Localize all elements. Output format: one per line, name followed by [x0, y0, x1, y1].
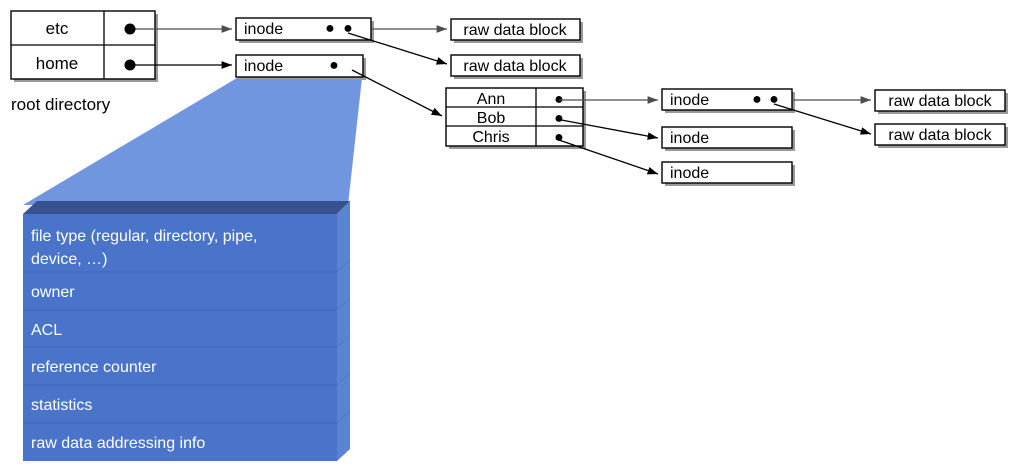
- arrow-chris-to-inode: [555, 138, 659, 175]
- inode-box-bob-label: inode: [670, 130, 709, 147]
- inode-field-3-label: reference counter: [31, 359, 157, 376]
- arrow-inode-home-to-dir: [351, 69, 443, 117]
- inode-detail-funnel: [23, 78, 362, 205]
- inode-box-home: inode ●: [235, 54, 366, 80]
- raw-data-block-1-label: raw data block: [463, 22, 567, 39]
- arrow-inode-etc-to-block2: [347, 32, 448, 65]
- home-entry-pointer-2: ●: [554, 129, 564, 146]
- cube-side-face: [337, 201, 350, 461]
- home-entry-name-2: Chris: [472, 129, 509, 146]
- inode-box-ann: inode ● ●: [661, 88, 795, 113]
- raw-data-block-3-label: raw data block: [888, 93, 992, 110]
- home-entry-pointer-1: ●: [554, 110, 564, 127]
- inode-box-home-label: inode: [244, 58, 283, 75]
- inode-box-home-pointer-0: ●: [329, 57, 339, 74]
- inode-box-etc-pointer-1: ●: [343, 20, 353, 37]
- inode-box-etc-pointer-0: ●: [325, 20, 335, 37]
- raw-data-block-1: raw data block: [450, 18, 583, 43]
- inode-box-etc: inode ● ●: [235, 17, 374, 43]
- root-entry-name-1: home: [36, 54, 79, 73]
- raw-data-block-3: raw data block: [874, 89, 1008, 114]
- inode-field-4-label: statistics: [31, 397, 92, 414]
- raw-data-block-2: raw data block: [450, 54, 583, 79]
- inode-box-ann-pointer-1: ●: [769, 91, 779, 108]
- inode-field-1-label: owner: [31, 284, 75, 301]
- inode-field-2-label: ACL: [31, 322, 62, 339]
- pointer-dot-home: [124, 59, 136, 71]
- cube-top-face: [23, 201, 350, 214]
- arrow-bob-to-inode: [555, 118, 659, 140]
- inode-detail-cube: file type (regular, directory, pipe, dev…: [23, 201, 351, 461]
- home-entry-name-0: Ann: [477, 91, 505, 108]
- inode-box-ann-label: inode: [670, 92, 709, 109]
- pointer-dot-etc: [124, 23, 136, 35]
- inode-field-0-line2: device, …): [31, 251, 107, 268]
- inode-field-5-label: raw data addressing info: [31, 435, 205, 452]
- raw-data-block-4: raw data block: [874, 123, 1008, 148]
- root-entry-name-0: etc: [46, 19, 69, 38]
- inode-box-chris: inode: [661, 161, 795, 186]
- home-entry-name-1: Bob: [477, 110, 506, 127]
- root-directory-table: etc ● home ●: [10, 10, 158, 82]
- arrow-inode-ann-to-block4: [773, 103, 872, 135]
- home-directory-table: Ann ● Bob ● Chris ●: [445, 87, 586, 149]
- raw-data-block-2-label: raw data block: [463, 58, 567, 75]
- inode-box-chris-label: inode: [670, 165, 709, 182]
- root-directory-caption: root directory: [11, 95, 111, 114]
- inode-field-0-line1: file type (regular, directory, pipe,: [31, 228, 257, 245]
- inode-box-etc-label: inode: [244, 21, 283, 38]
- inode-box-ann-pointer-0: ●: [752, 91, 762, 108]
- inode-box-bob: inode: [661, 126, 795, 151]
- raw-data-block-4-label: raw data block: [888, 127, 992, 144]
- cube-front-face: [23, 214, 337, 461]
